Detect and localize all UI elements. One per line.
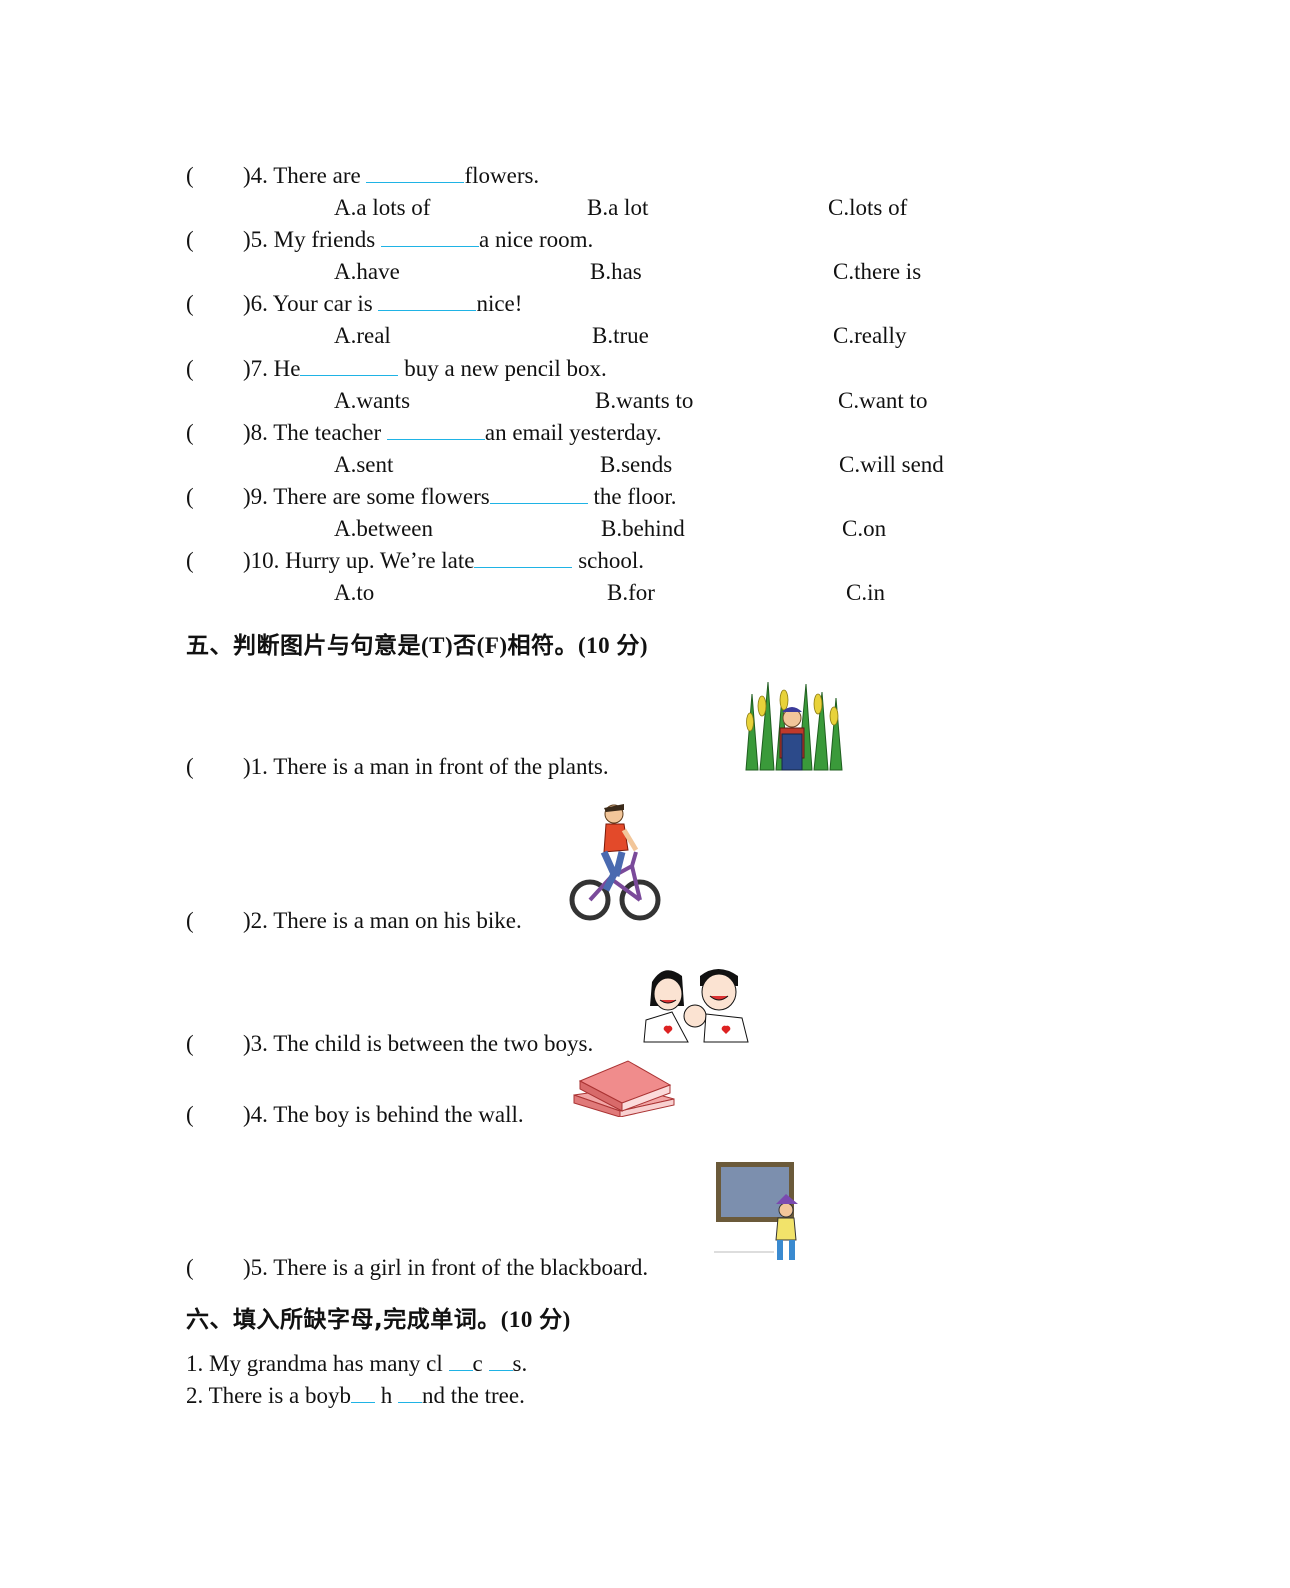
answer-paren: ( xyxy=(186,1255,194,1280)
answer-paren[interactable]: ( xyxy=(186,420,194,445)
answer-blank[interactable] xyxy=(380,226,479,247)
answer-paren[interactable]: ( xyxy=(186,291,194,316)
letter-blank[interactable] xyxy=(398,1382,423,1403)
letter-blank[interactable] xyxy=(351,1382,376,1403)
option-b: B.behind xyxy=(601,516,685,541)
question-stem: )8. The teacher an email yesterday. xyxy=(243,419,662,445)
books-image xyxy=(570,1055,676,1117)
fill-letters-line-2: 2. There is a boyb h nd the tree. xyxy=(186,1382,525,1408)
answer-blank[interactable] xyxy=(474,547,573,568)
option-c: C.in xyxy=(846,580,885,605)
judge-item-3: )3. The child is between the two boys. xyxy=(243,1031,594,1056)
judge-item-4: )4. The boy is behind the wall. xyxy=(243,1102,524,1127)
answer-paren: ( xyxy=(186,1031,194,1056)
section6-title: 六、填入所缺字母,完成单词。(10 分) xyxy=(186,1307,571,1333)
answer-blank[interactable] xyxy=(378,290,477,311)
option-b: B.sends xyxy=(600,452,673,477)
answer-blank[interactable] xyxy=(386,419,485,440)
answer-paren: ( xyxy=(186,1102,194,1127)
letter-blank[interactable] xyxy=(488,1350,513,1371)
question-stem: )9. There are some flowers the floor. xyxy=(243,483,677,509)
option-a: A.have xyxy=(334,259,400,284)
answer-paren[interactable]: ( xyxy=(186,356,194,381)
question-stem: )4. There are flowers. xyxy=(243,162,540,188)
family-image xyxy=(642,962,750,1044)
option-c: C.lots of xyxy=(828,195,908,220)
answer-paren[interactable]: ( xyxy=(186,163,194,188)
answer-blank[interactable] xyxy=(300,355,399,376)
option-c: C.on xyxy=(842,516,887,541)
man-on-bike-image xyxy=(566,800,662,924)
option-a: A.between xyxy=(334,516,433,541)
option-a: A.wants xyxy=(334,388,411,413)
section5-title: 五、判断图片与句意是(T)否(F)相符。(10 分) xyxy=(186,633,649,659)
option-c: C.will send xyxy=(839,452,944,477)
option-b: B.has xyxy=(590,259,642,284)
option-a: A.to xyxy=(334,580,375,605)
answer-blank[interactable] xyxy=(489,483,588,504)
option-b: B.wants to xyxy=(595,388,694,413)
fill-letters-line-1: 1. My grandma has many cl c s. xyxy=(186,1350,528,1376)
letter-blank[interactable] xyxy=(448,1350,473,1371)
option-b: B.true xyxy=(592,323,649,348)
answer-paren: ( xyxy=(186,754,194,779)
option-b: B.a lot xyxy=(587,195,649,220)
option-a: A.a lots of xyxy=(334,195,431,220)
question-stem: )5. My friends a nice room. xyxy=(243,226,594,252)
option-c: C.there is xyxy=(833,259,922,284)
question-stem: )7. He buy a new pencil box. xyxy=(243,355,607,381)
option-a: A.sent xyxy=(334,452,394,477)
option-c: C.want to xyxy=(838,388,928,413)
answer-paren[interactable]: ( xyxy=(186,548,194,573)
answer-blank[interactable] xyxy=(366,162,465,183)
option-b: B.for xyxy=(607,580,655,605)
option-a: A.real xyxy=(334,323,391,348)
judge-item-2: )2. There is a man on his bike. xyxy=(243,908,522,933)
girl-blackboard-image xyxy=(714,1160,802,1268)
question-stem: )10. Hurry up. We’re late school. xyxy=(243,547,645,573)
judge-item-1: )1. There is a man in front of the plant… xyxy=(243,754,609,779)
judge-item-5: )5. There is a girl in front of the blac… xyxy=(243,1255,649,1280)
farmer-cornfield-image xyxy=(738,674,848,772)
question-stem: )6. Your car is nice! xyxy=(243,290,523,316)
answer-paren[interactable]: ( xyxy=(186,227,194,252)
answer-paren[interactable]: ( xyxy=(186,484,194,509)
option-c: C.really xyxy=(833,323,907,348)
answer-paren: ( xyxy=(186,908,194,933)
